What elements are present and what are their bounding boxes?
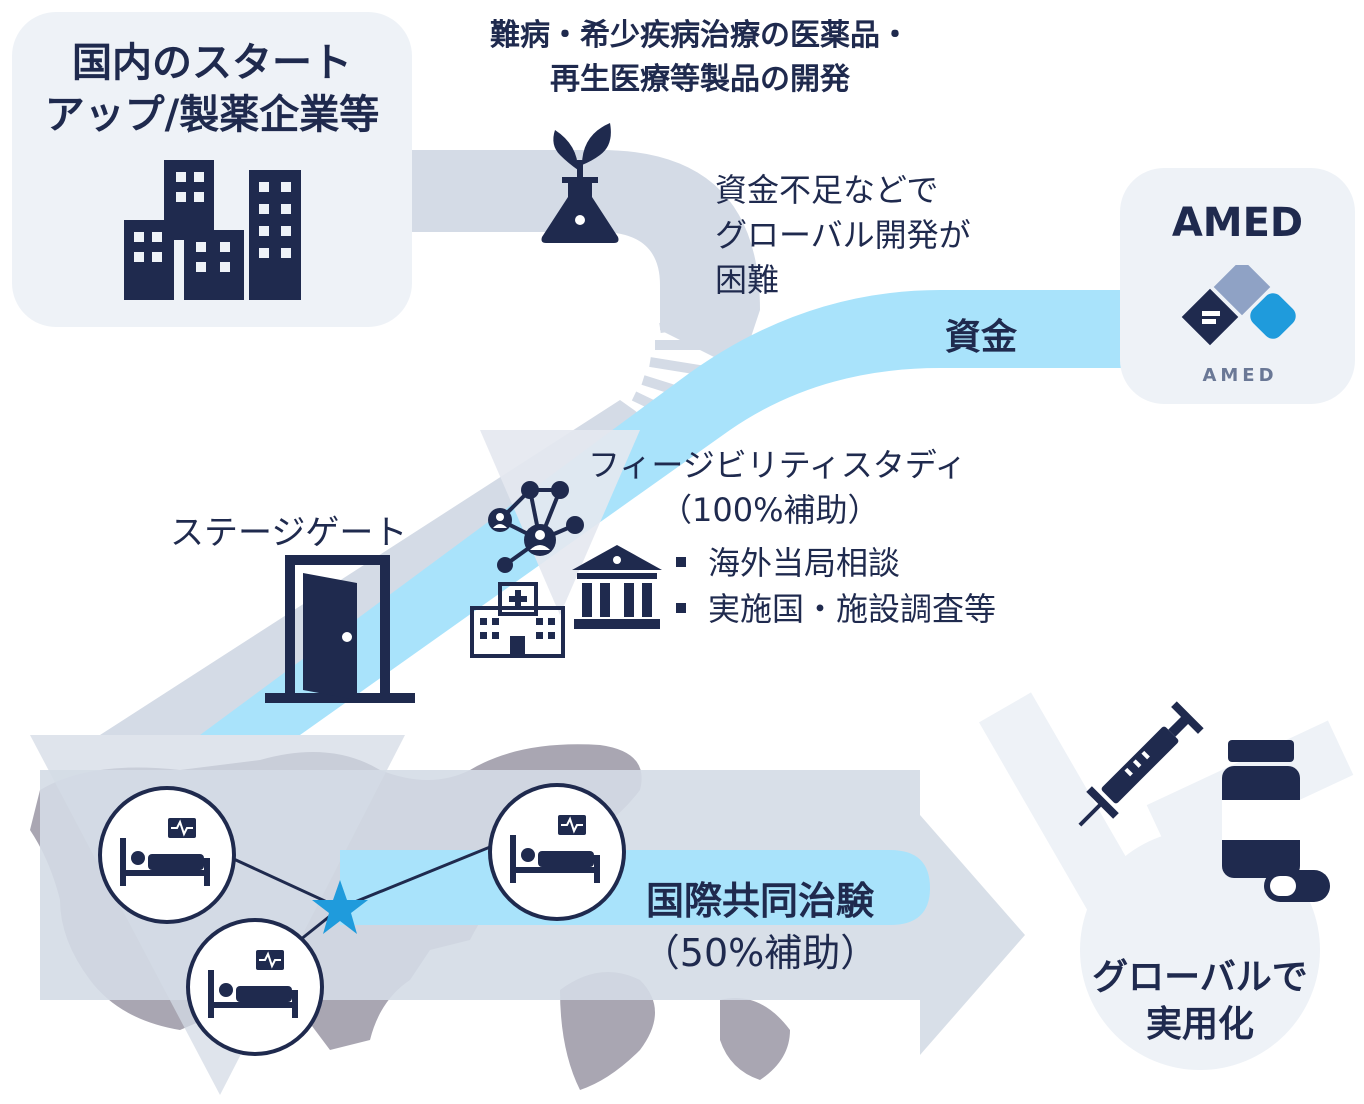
funding-label: 資金 — [945, 317, 1018, 358]
feasibility-item: 実施国・施設調査等 — [670, 586, 996, 632]
feasibility-title: フィージビリティスタディ — [588, 446, 967, 484]
feasibility-subsidy: （100%補助） — [660, 491, 880, 529]
patient-bed-icon — [120, 818, 210, 886]
company-title-line1: 国内のスタート — [72, 40, 352, 86]
trial-band — [340, 850, 930, 925]
feasibility-item: 海外当局相談 — [670, 540, 996, 586]
development-title-line1: 難病・希少疾病治療の医薬品・ — [490, 18, 910, 53]
stage-gate-label: ステージゲート — [170, 513, 408, 553]
medicine-bottle-icon — [1222, 740, 1300, 878]
outcome-line1: グローバルで — [1092, 957, 1308, 998]
trial-subsidy: （50%補助） — [641, 931, 879, 975]
building-icon — [124, 160, 301, 300]
difficulty-line1: 資金不足などで — [715, 171, 939, 209]
development-title-line2: 再生医療等製品の開発 — [550, 62, 850, 97]
door-icon — [265, 555, 415, 703]
amed-logo-icon — [1181, 265, 1296, 346]
feasibility-items: 海外当局相談 実施国・施設調査等 — [670, 540, 996, 632]
syringe-icon — [1078, 701, 1204, 827]
patient-bed-icon — [208, 950, 298, 1018]
difficulty-line2: グローバル開発が — [715, 216, 971, 254]
company-stream — [410, 150, 760, 370]
institution-icon — [572, 545, 662, 629]
capsule-icon — [1264, 870, 1330, 902]
amed-logo-text: AMED — [1202, 365, 1278, 386]
trial-title: 国際共同治験 — [645, 879, 874, 923]
company-title-line2: アップ/製薬企業等 — [44, 92, 380, 138]
star-icon — [312, 880, 368, 934]
feasibility-funnel — [480, 430, 640, 615]
network-people-icon — [488, 481, 584, 573]
difficulty-line3: 困難 — [715, 261, 780, 299]
amed-title: AMED — [1171, 200, 1304, 246]
outcome-line2: 実用化 — [1145, 1004, 1254, 1045]
funding-stream — [200, 290, 1125, 735]
hospital-icon — [470, 582, 565, 658]
patient-bed-icon — [510, 815, 600, 883]
sprout-flask-icon — [541, 123, 619, 243]
